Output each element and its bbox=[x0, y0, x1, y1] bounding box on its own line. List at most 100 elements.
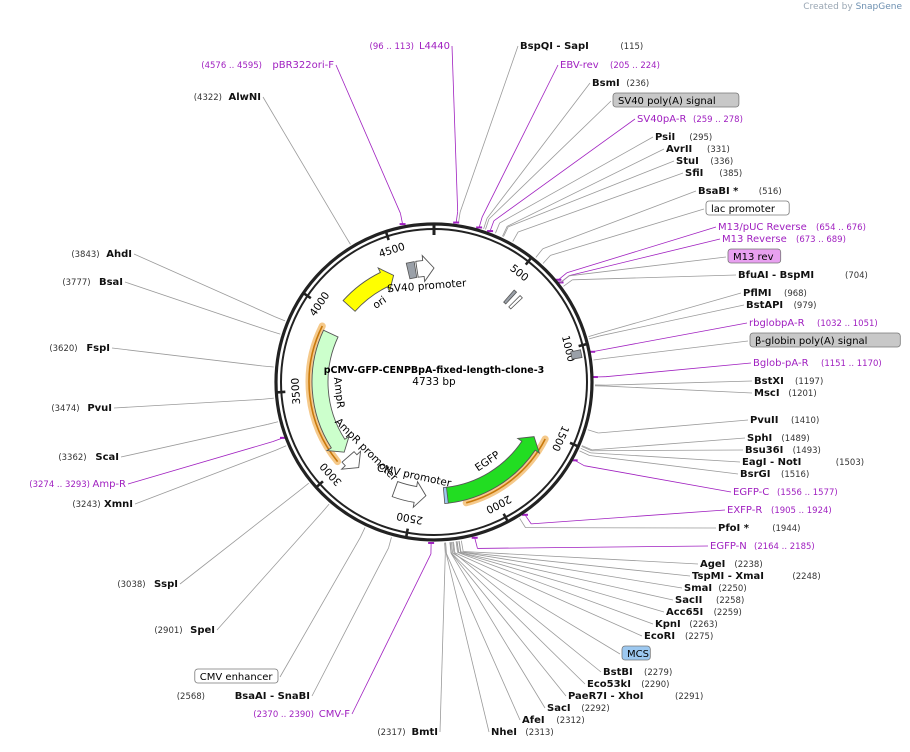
callout-stub bbox=[535, 248, 544, 258]
sv40-promoter-arrow bbox=[415, 254, 435, 283]
primer-arrow-line bbox=[465, 438, 546, 504]
callout-stub bbox=[458, 540, 462, 552]
site-label-59: pBR322ori-F(4576 .. 4595) bbox=[201, 60, 334, 71]
site-position: (1489) bbox=[781, 434, 809, 444]
callout-stub bbox=[485, 218, 490, 230]
site-position: (1151 .. 1170) bbox=[821, 359, 882, 369]
site-name: AfeI bbox=[522, 715, 545, 726]
site-name: Amp-R bbox=[93, 479, 127, 490]
callout-line bbox=[506, 148, 665, 227]
callout-line bbox=[124, 281, 270, 332]
site-label-8: SfiI(385) bbox=[685, 168, 742, 179]
site-name: TspMI - XmaI bbox=[692, 571, 764, 582]
site-label-28: EXFP-R (1905 .. 1924) bbox=[727, 505, 832, 516]
feature-tag-box bbox=[705, 200, 790, 216]
callout-stub bbox=[359, 527, 366, 538]
tick-mark bbox=[302, 292, 312, 300]
site-label-9: BsaBI *(516) bbox=[698, 186, 782, 197]
site-label-40: Eco53kI(2290) bbox=[587, 679, 669, 690]
callout-line bbox=[439, 553, 446, 733]
callout-stub bbox=[489, 220, 495, 232]
site-position: (205 .. 224) bbox=[610, 61, 660, 71]
callout-line bbox=[531, 509, 726, 525]
callout-line bbox=[589, 455, 739, 475]
tick-mark bbox=[404, 528, 410, 538]
feature-tag-text: M13 rev bbox=[733, 252, 774, 263]
callout-stub bbox=[458, 541, 461, 553]
site-label-24: Bsu36I (1493) bbox=[745, 445, 821, 456]
plasmid-length: 4733 bp bbox=[412, 376, 456, 388]
tick-mark bbox=[524, 256, 533, 266]
site-label-46: CMV-F(2370 .. 2390) bbox=[253, 709, 350, 720]
site-position: (3038) bbox=[117, 580, 145, 590]
grey-box-a-box bbox=[405, 261, 418, 280]
site-label-58: AlwNI(4322) bbox=[194, 92, 261, 103]
site-name: Bsu36I bbox=[745, 445, 783, 456]
site-name: BstBI bbox=[603, 667, 633, 678]
site-position: (1905 .. 1924) bbox=[771, 506, 832, 516]
ampr-promoter-arrow bbox=[340, 450, 362, 470]
tick-mark bbox=[578, 342, 588, 348]
callout-stub bbox=[321, 503, 330, 513]
site-position: (2164 .. 2185) bbox=[754, 542, 815, 552]
callout-stub bbox=[502, 226, 508, 237]
site-name: BstXI bbox=[754, 376, 784, 387]
site-label-45: BmtI(2317) bbox=[377, 727, 438, 738]
site-position: (968) bbox=[784, 289, 807, 299]
site-label-2: BsmI(236) bbox=[592, 78, 649, 89]
cap-site-box bbox=[503, 289, 518, 305]
site-label-42: SacI(2292) bbox=[547, 703, 610, 714]
callout-stub bbox=[560, 275, 570, 283]
callout-stub bbox=[542, 255, 551, 264]
callout-line bbox=[453, 552, 602, 673]
site-label-54: PvuI(3474) bbox=[51, 403, 112, 414]
site-name: SphI bbox=[747, 433, 772, 444]
site-name: EcoRI bbox=[644, 631, 675, 642]
callout-stub bbox=[478, 216, 483, 228]
tick-label: 500 bbox=[507, 262, 530, 284]
site-label-23: SphI (1489) bbox=[747, 433, 810, 444]
callout-line bbox=[446, 553, 521, 721]
site-label-7: StuI(336) bbox=[676, 156, 733, 167]
callout-stub bbox=[444, 542, 446, 554]
site-name: EGFP-N bbox=[710, 541, 747, 552]
cmv-promoter-arrow bbox=[391, 480, 427, 509]
site-position: (2317) bbox=[377, 728, 405, 738]
site-name: EXFP-R bbox=[727, 505, 762, 516]
tick-label: 2500 bbox=[396, 509, 424, 526]
site-name: SacI bbox=[547, 703, 571, 714]
callout-stub bbox=[456, 541, 459, 553]
site-label-52: Amp-R(3274 .. 3293) bbox=[29, 479, 126, 490]
site-name: L4440 bbox=[419, 41, 450, 52]
grey-box-b-box bbox=[570, 349, 583, 360]
snapgene-logo-text: SnapGene bbox=[855, 2, 902, 12]
site-name: ScaI bbox=[95, 452, 119, 463]
site-label-29: PfoI *(1944) bbox=[718, 523, 800, 534]
site-position: (3274 .. 3293) bbox=[29, 480, 90, 490]
callout-stub bbox=[588, 333, 600, 338]
callout-line bbox=[445, 553, 490, 733]
callout-line bbox=[262, 96, 346, 236]
site-position: (4322) bbox=[194, 93, 222, 103]
site-position: (516) bbox=[759, 187, 782, 197]
site-label-0: BspQI - SapI(115) bbox=[520, 41, 643, 52]
callout-stub bbox=[495, 222, 501, 234]
site-label-3: SV40 poly(A) signal bbox=[612, 92, 740, 108]
sv40-promoter-label: SV40 promoter bbox=[387, 277, 468, 295]
site-name: FspI bbox=[86, 343, 110, 354]
callout-stub bbox=[458, 211, 461, 223]
site-position: (1493) bbox=[793, 446, 821, 456]
site-position: (4576 .. 4595) bbox=[201, 61, 262, 71]
callout-stub bbox=[452, 541, 455, 553]
callout-line bbox=[566, 226, 717, 274]
site-labels: BspQI - SapI(115)EBV-rev(205 .. 224)BsmI… bbox=[29, 41, 901, 738]
callout-line bbox=[550, 208, 705, 256]
callout-line bbox=[133, 253, 276, 318]
site-name: SfiI bbox=[685, 168, 703, 179]
site-label-33: SmaI(2250) bbox=[684, 583, 747, 594]
credit-prefix: Created by bbox=[803, 2, 853, 12]
site-position: (1032 .. 1051) bbox=[817, 319, 878, 329]
callout-line bbox=[598, 419, 749, 434]
site-position: (2238) bbox=[734, 560, 762, 570]
site-label-11: M13/pUC Reverse(654 .. 676) bbox=[718, 222, 866, 233]
